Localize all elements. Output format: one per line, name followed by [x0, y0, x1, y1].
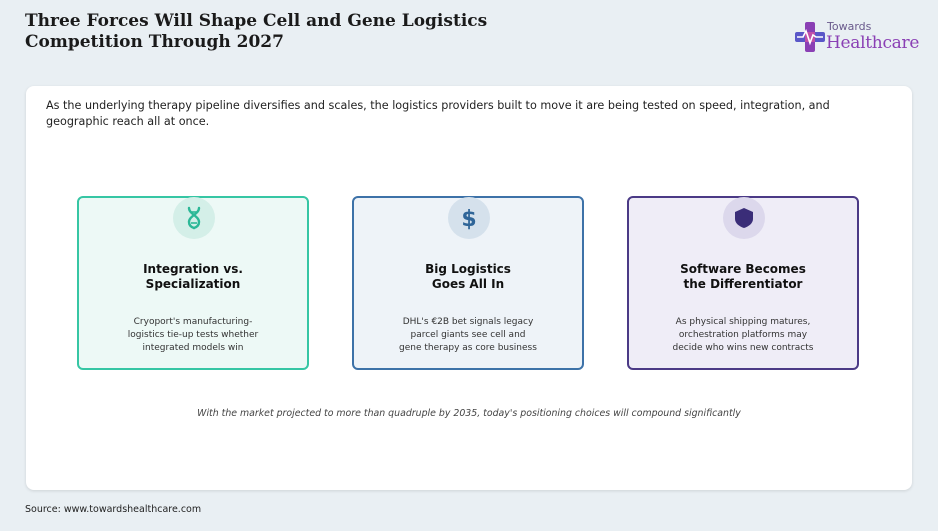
- card-body-line-2: orchestration platforms may: [678, 330, 808, 340]
- page-title: Three Forces Will Shape Cell and Gene Lo…: [25, 11, 625, 53]
- card-title: Software Becomes the Differentiator: [629, 262, 857, 292]
- source-note: Source: www.towardshealthcare.com: [25, 504, 202, 515]
- svg-text:$: $: [461, 207, 476, 231]
- card-title: Integration vs. Specialization: [79, 262, 307, 292]
- card-title-line-2: Goes All In: [431, 277, 505, 291]
- card-body-line-1: As physical shipping matures,: [675, 317, 811, 327]
- logo-top-text: Towards: [827, 20, 872, 33]
- card-software: Software Becomes the Differentiator As p…: [627, 196, 859, 370]
- card-body: Cryoport's manufacturing- logistics tie-…: [79, 316, 307, 355]
- title-line-2: Competition Through 2027: [25, 32, 284, 52]
- dna-icon: [187, 206, 201, 230]
- towards-healthcare-logo: Towards Healthcare: [795, 17, 925, 57]
- shield-icon: [735, 208, 753, 228]
- medical-cross-icon: [795, 22, 825, 52]
- card-body: DHL's €2B bet signals legacy parcel gian…: [354, 316, 582, 355]
- card-body: As physical shipping matures, orchestrat…: [629, 316, 857, 355]
- card-body-line-3: integrated models win: [142, 343, 244, 353]
- footer-note: With the market projected to more than q…: [197, 408, 741, 419]
- card-title-line-1: Integration vs.: [143, 262, 243, 276]
- title-line-1: Three Forces Will Shape Cell and Gene Lo…: [25, 11, 488, 31]
- card-title-line-1: Big Logistics: [425, 262, 511, 276]
- card-title: Big Logistics Goes All In: [354, 262, 582, 292]
- card-body-line-1: Cryoport's manufacturing-: [133, 317, 253, 327]
- intro-text: As the underlying therapy pipeline diver…: [46, 99, 830, 128]
- card-big-logistics: $ Big Logistics Goes All In DHL's €2B be…: [352, 196, 584, 370]
- card-body-line-3: decide who wins new contracts: [672, 343, 814, 353]
- card-title-line-1: Software Becomes: [680, 262, 806, 276]
- shield-badge: [723, 197, 765, 239]
- content-panel: As the underlying therapy pipeline diver…: [26, 86, 912, 490]
- dna-badge: [173, 197, 215, 239]
- card-body-line-3: gene therapy as core business: [399, 343, 537, 353]
- dollar-badge: $: [448, 197, 490, 239]
- dollar-icon: $: [461, 207, 476, 231]
- card-title-line-2: the Differentiator: [683, 277, 803, 291]
- logo-main-text: Healthcare: [826, 33, 920, 53]
- card-title-line-2: Specialization: [145, 277, 241, 291]
- card-integration: Integration vs. Specialization Cryoport'…: [77, 196, 309, 370]
- card-body-line-1: DHL's €2B bet signals legacy: [402, 317, 534, 327]
- card-body-line-2: logistics tie-up tests whether: [127, 330, 259, 340]
- card-body-line-2: parcel giants see cell and: [410, 330, 526, 340]
